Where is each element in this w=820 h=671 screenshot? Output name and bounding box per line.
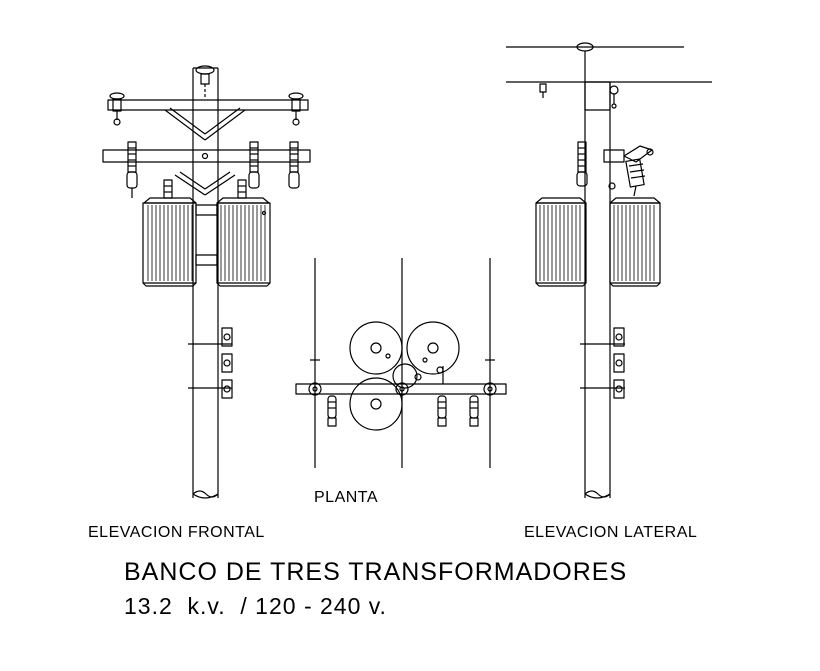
drawing-subtitle: 13.2 k.v. / 120 - 240 v. <box>124 593 387 619</box>
plan-crossarm <box>295 359 507 396</box>
front-elevation-label: ELEVACION FRONTAL <box>88 524 265 541</box>
front-crossarm-braces <box>164 107 246 196</box>
front-transformer-left <box>142 197 197 287</box>
lateral-transformer-right <box>609 197 661 287</box>
front-lower-crossarm <box>102 149 311 163</box>
lateral-crossarm-end <box>539 81 619 111</box>
lateral-transformer-left <box>535 197 587 287</box>
front-fuse-cutout-2 <box>248 141 260 189</box>
front-pin-insulator-right <box>288 92 304 126</box>
plan-view <box>295 258 507 468</box>
lateral-surge-arrester <box>608 145 654 197</box>
drawing-title: BANCO DE TRES TRANSFORMADORES <box>124 558 628 586</box>
front-transformer-right <box>216 197 271 287</box>
lateral-fuse-cutouts <box>576 141 625 187</box>
front-top-insulator <box>195 65 215 98</box>
front-fuse-cutout-1 <box>126 141 138 198</box>
front-secondary-rack <box>188 327 233 399</box>
front-elevation-view <box>102 65 311 499</box>
front-upper-crossarm <box>107 92 309 126</box>
lateral-elevation-label: ELEVACION LATERAL <box>524 524 698 541</box>
plan-conductor-lines <box>314 258 491 468</box>
front-fuse-cutout-3 <box>288 141 300 189</box>
front-transformer-brackets <box>195 204 218 266</box>
lateral-pole <box>584 82 611 499</box>
plan-fuse-cutouts <box>327 395 479 427</box>
front-pin-insulator-left <box>109 92 125 126</box>
lateral-top-insulator <box>576 42 594 82</box>
lateral-conductor-lines <box>506 46 712 83</box>
plan-label: PLANTA <box>314 489 379 506</box>
plan-transformer-tanks <box>349 321 460 431</box>
lateral-elevation-view <box>506 42 712 499</box>
lateral-secondary-rack <box>580 327 625 399</box>
